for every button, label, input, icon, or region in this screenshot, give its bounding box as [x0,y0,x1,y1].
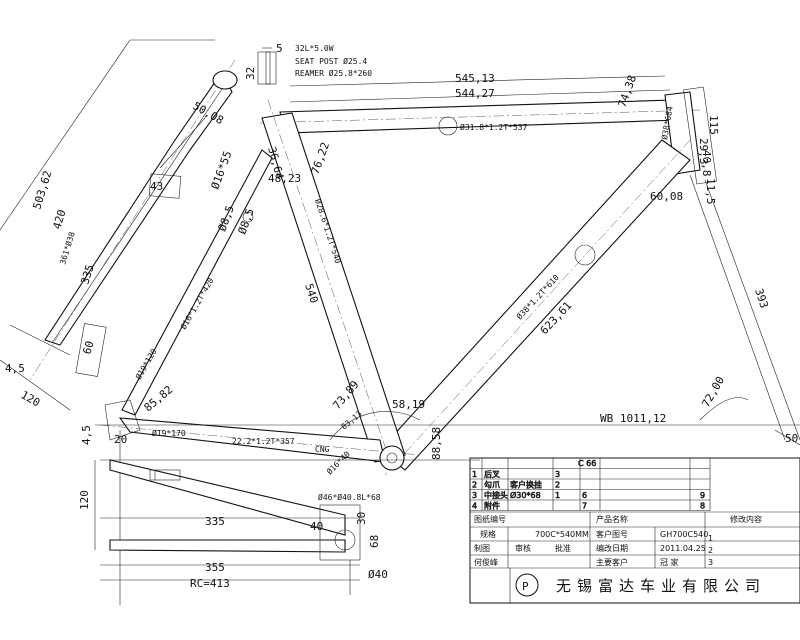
tb-approve: 批准 [555,543,571,553]
stay-plan-lower [109,539,346,553]
tb-customer-no: 客户图号 [596,529,628,539]
fork-crown-bearing [212,70,238,90]
bot-20: 20 [114,433,127,446]
parts-cell: 勾爪 [484,480,500,490]
bot-335: 335 [205,515,225,528]
dim-76-22: 76,22 [309,140,333,176]
dim-48-23: 48,23 [268,172,301,185]
tb-date-label: 编改日期 [596,543,628,553]
fork-361: 361*Ø38 [57,230,76,265]
seat-tube [261,112,406,463]
cs-spec: 22.2*1.2T*357 [232,437,295,446]
dim-88-58: 88,58 [430,427,443,460]
parts-cell: 后叉 [484,469,500,479]
tb-main-customer: 主要客户 [596,557,628,567]
bot-30: 30 [355,512,368,525]
tb-spec-label: 规格 [480,529,496,539]
bot-68: 68 [368,535,381,548]
seat-post-note: 5 32 32L*5.0W SEAT POST Ø25.4 REAMER Ø25… [244,42,372,85]
tb-side-1: 1 [708,534,713,543]
parts-cell: 8 [700,502,705,511]
company-name: 无锡富达车业有限公司 [556,577,766,595]
parts-cell: Ø30*68 [510,490,541,500]
bb-tag: CNG [315,445,330,454]
fork-335: 335 [78,263,96,286]
parts-cell: 1 [555,491,560,500]
fork-503: 503,62 [30,169,54,211]
parts-cell: 2 [472,481,477,490]
fork-420: 420 [50,208,68,231]
bot-4-5: 4,5 [80,425,93,445]
seat-len: 540 [302,282,321,305]
parts-cell: 客户换挂 [510,480,542,490]
dim-115: 115 [707,115,720,135]
main-frame: 545,13 544,27 Ø31.8*1.2T*537 74,38 Ø38*6… [80,72,800,605]
parts-cell: 2 [555,481,560,490]
note-reamer: REAMER Ø25.8*260 [295,68,372,78]
note-head-dim: 32L*5.0W [295,44,334,53]
note-5: 5 [276,42,283,55]
tb-product-name: 产品名称 [596,514,628,524]
bb-spec: Ø46*Ø40.8L*68 [318,492,381,502]
chain-stay-plan: 120 335 355 RC=413 40 68 30 Ø40 Ø46*Ø40.… [78,459,388,595]
fork-60: 60 [80,339,96,355]
parts-cell: 9 [700,491,705,500]
tb-review: 审核 [515,543,531,553]
dim-60-08: 60,08 [650,190,683,203]
top-len-a: 545,13 [455,72,495,85]
bb-shell-plan [319,504,361,561]
dim-16-55: Ø16*55 [209,149,235,191]
parts-cell: 3 [555,470,560,479]
tb-customer-no-value: GH700C540 [660,530,708,539]
company-logo [515,573,539,597]
tb-drawing-no: 图纸编号 [474,514,506,524]
top-tube-spec: Ø31.8*1.2T*537 [460,122,528,132]
bot-355: 355 [205,561,225,574]
tb-drawn: 制图 [474,543,490,553]
tb-spec-value: 700C*540MM [535,530,589,539]
fork-120: 120 [19,388,43,409]
down-tube [379,139,691,471]
tb-side-2: 2 [708,546,713,555]
bot-rc: RC=413 [190,577,230,590]
dim-50: 50 [785,432,798,445]
parts-cell: 7 [582,502,587,511]
stay-plan-upper [109,459,346,536]
parts-cell: 3 [472,491,477,500]
note-32: 32 [244,67,257,80]
tb-revision: 修改内容 [730,514,762,524]
dim-11-5: 11,5 [704,178,717,205]
angle-72: 72,00 [699,374,727,409]
note-seat-post: SEAT POST Ø25.4 [295,56,367,66]
dim-58-19: 58,19 [392,398,425,411]
cs-tag: Ø19*170 [152,428,186,438]
logo-mark: P [522,580,529,593]
dim-393: 393 [752,287,771,310]
fork-view: 503,62 420 361*Ø38 335 60 4,5 120 50,08 … [0,39,238,411]
bot-phi40: Ø40 [368,568,388,581]
parts-cell: 6 [582,491,587,500]
top-value: C 66 [578,459,596,468]
tb-date-value: 2011.04.25 [660,544,706,553]
bot-40: 40 [310,520,323,533]
wheelbase: WB 1011,12 [600,412,666,425]
dim-43: 43 [150,180,163,193]
fork-4-5: 4,5 [5,362,25,375]
tb-main-customer-value: 冠 家 [660,557,679,567]
parts-cell: 中接头 [484,490,508,500]
bottom-bracket [379,445,405,471]
parts-cell: 附件 [484,501,500,511]
bot-120: 120 [78,490,91,510]
dim-29-3: 29,3 [697,138,710,165]
dim-40-8: 40,8 [700,150,713,177]
top-len-b: 544,27 [455,87,495,100]
parts-cell: 4 [472,502,477,511]
tb-designer: 何俊峰 [474,557,498,567]
parts-cell: 1 [472,470,477,479]
dropout [104,399,141,441]
tb-side-3: 3 [708,558,713,567]
